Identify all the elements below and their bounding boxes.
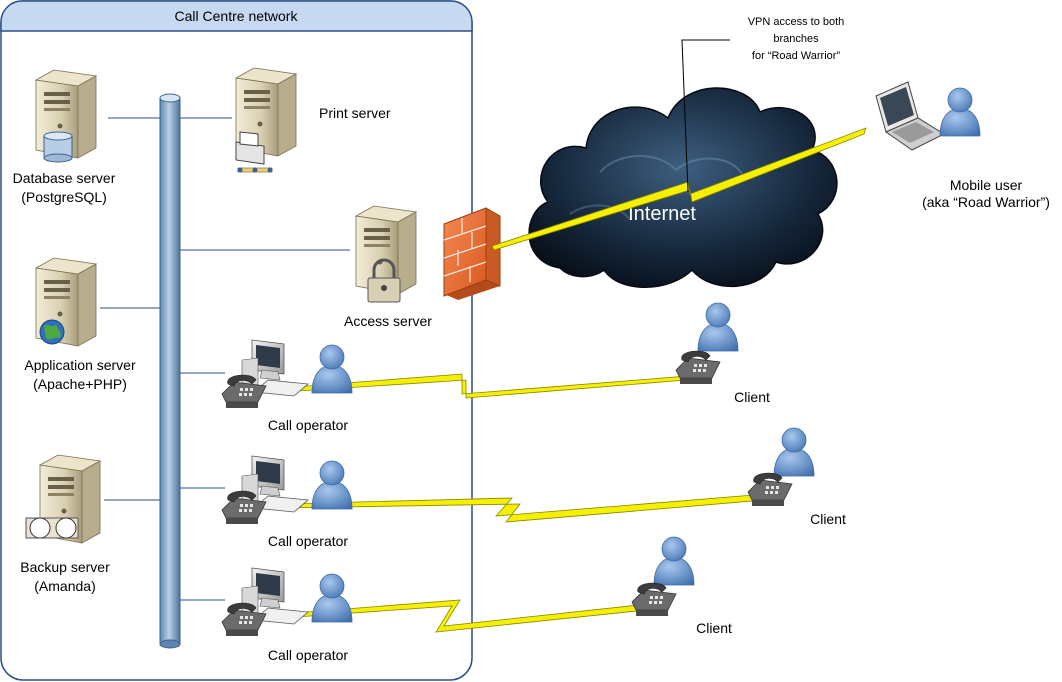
mobile-user-detail: (aka “Road Warrior”)	[922, 194, 1050, 210]
database-server-label: Database server	[13, 170, 116, 186]
vpn-lightning-bolt	[491, 127, 867, 251]
client-phone-icon	[631, 582, 677, 617]
client-2: Client	[747, 427, 846, 527]
client-3: Client	[631, 536, 732, 636]
network-backbone	[159, 93, 181, 649]
access-server-label: Access server	[344, 313, 432, 329]
backup-server: Backup server (Amanda)	[20, 454, 110, 594]
lan-connections	[100, 117, 350, 601]
client-1: Client	[675, 302, 770, 405]
client-phone-icon	[747, 472, 793, 507]
client-phone-icon	[675, 350, 721, 385]
internet-label: Internet	[628, 203, 696, 225]
access-server: Access server	[344, 205, 432, 329]
mobile-user-label: Mobile user	[950, 177, 1023, 193]
call-operator-1-label: Call operator	[268, 417, 348, 433]
brick-pattern-icon	[443, 218, 487, 282]
call-operator-3-label: Call operator	[268, 647, 348, 663]
firewall	[443, 207, 501, 300]
vpn-note-line1: VPN access to both	[748, 16, 845, 28]
client-2-label: Client	[810, 511, 846, 527]
lock-icon	[367, 258, 401, 303]
database-server-detail: (PostgreSQL)	[21, 189, 107, 205]
tape-reels-icon	[25, 517, 79, 539]
vpn-note-leader	[681, 39, 730, 193]
laptop-icon	[875, 81, 946, 151]
print-server: Print server	[235, 67, 391, 173]
client-person-icon	[653, 536, 695, 586]
vpn-note-line2: branches	[773, 33, 819, 45]
mobile-user-person-icon	[939, 87, 981, 137]
vpn-note-line3: for “Road Warrior”	[752, 50, 841, 62]
application-server-label: Application server	[24, 357, 136, 373]
client-person-icon	[773, 427, 815, 477]
call-operator-2-label: Call operator	[268, 533, 348, 549]
client-person-icon	[697, 302, 739, 352]
call-operator-1: Call operator	[222, 340, 353, 433]
client-3-label: Client	[696, 620, 732, 636]
call-centre-network-container: Call Centre network	[0, 0, 473, 681]
call-operator-3: Call operator	[222, 568, 353, 663]
printer-icon	[235, 131, 273, 173]
container-header	[0, 0, 473, 32]
call-operator-2: Call operator	[222, 456, 353, 549]
application-server-detail: (Apache+PHP)	[33, 376, 127, 392]
client-1-label: Client	[734, 389, 770, 405]
backup-server-label: Backup server	[20, 559, 110, 575]
globe-icon	[39, 319, 65, 345]
database-server: Database server (PostgreSQL)	[13, 69, 116, 205]
mobile-user: Mobile user (aka “Road Warrior”)	[875, 81, 1050, 210]
container-title: Call Centre network	[175, 8, 299, 24]
vpn-link: VPN access to both branches for “Road Wa…	[491, 16, 867, 251]
application-server: Application server (Apache+PHP)	[24, 257, 136, 392]
backup-server-detail: (Amanda)	[34, 578, 95, 594]
print-server-label: Print server	[319, 105, 391, 121]
database-icon	[43, 131, 73, 163]
